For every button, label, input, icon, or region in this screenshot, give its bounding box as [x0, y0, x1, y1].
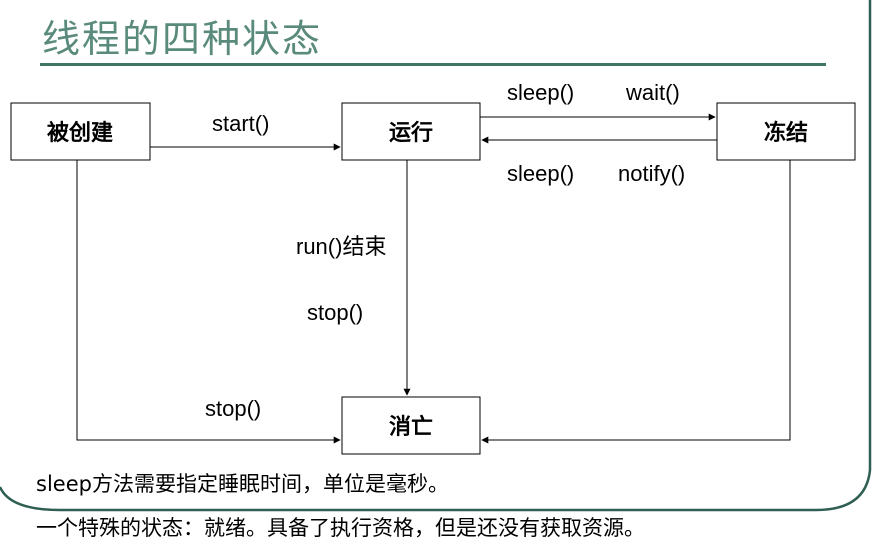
note-sleep: sleep方法需要指定睡眠时间，单位是毫秒。	[36, 472, 449, 496]
note-ready-state: 一个特殊的状态：就绪。具备了执行资格，但是还没有获取资源。	[36, 516, 645, 540]
state-running: 运行	[341, 102, 481, 161]
title-underline	[40, 63, 826, 66]
label-run-end: run()结束	[296, 234, 386, 259]
label-stop-mid: stop()	[307, 300, 363, 325]
state-frozen: 冻结	[716, 102, 856, 161]
edge-frozen-to-dead	[481, 160, 791, 444]
state-created: 被创建	[10, 102, 151, 161]
state-dead: 消亡	[341, 396, 481, 455]
label-notify: notify()	[618, 161, 685, 186]
slide-border-curve	[0, 0, 872, 512]
state-created-label: 被创建	[47, 121, 113, 146]
label-wait: wait()	[625, 80, 680, 105]
edge-created-to-dead	[76, 160, 341, 444]
label-sleep-bottom: sleep()	[507, 161, 574, 186]
label-sleep-top: sleep()	[507, 80, 574, 105]
state-dead-label: 消亡	[389, 414, 433, 440]
label-start: start()	[212, 111, 269, 136]
state-frozen-label: 冻结	[764, 120, 808, 146]
page-title: 线程的四种状态	[42, 17, 323, 61]
state-running-label: 运行	[389, 120, 433, 146]
label-stop-left: stop()	[205, 396, 261, 421]
